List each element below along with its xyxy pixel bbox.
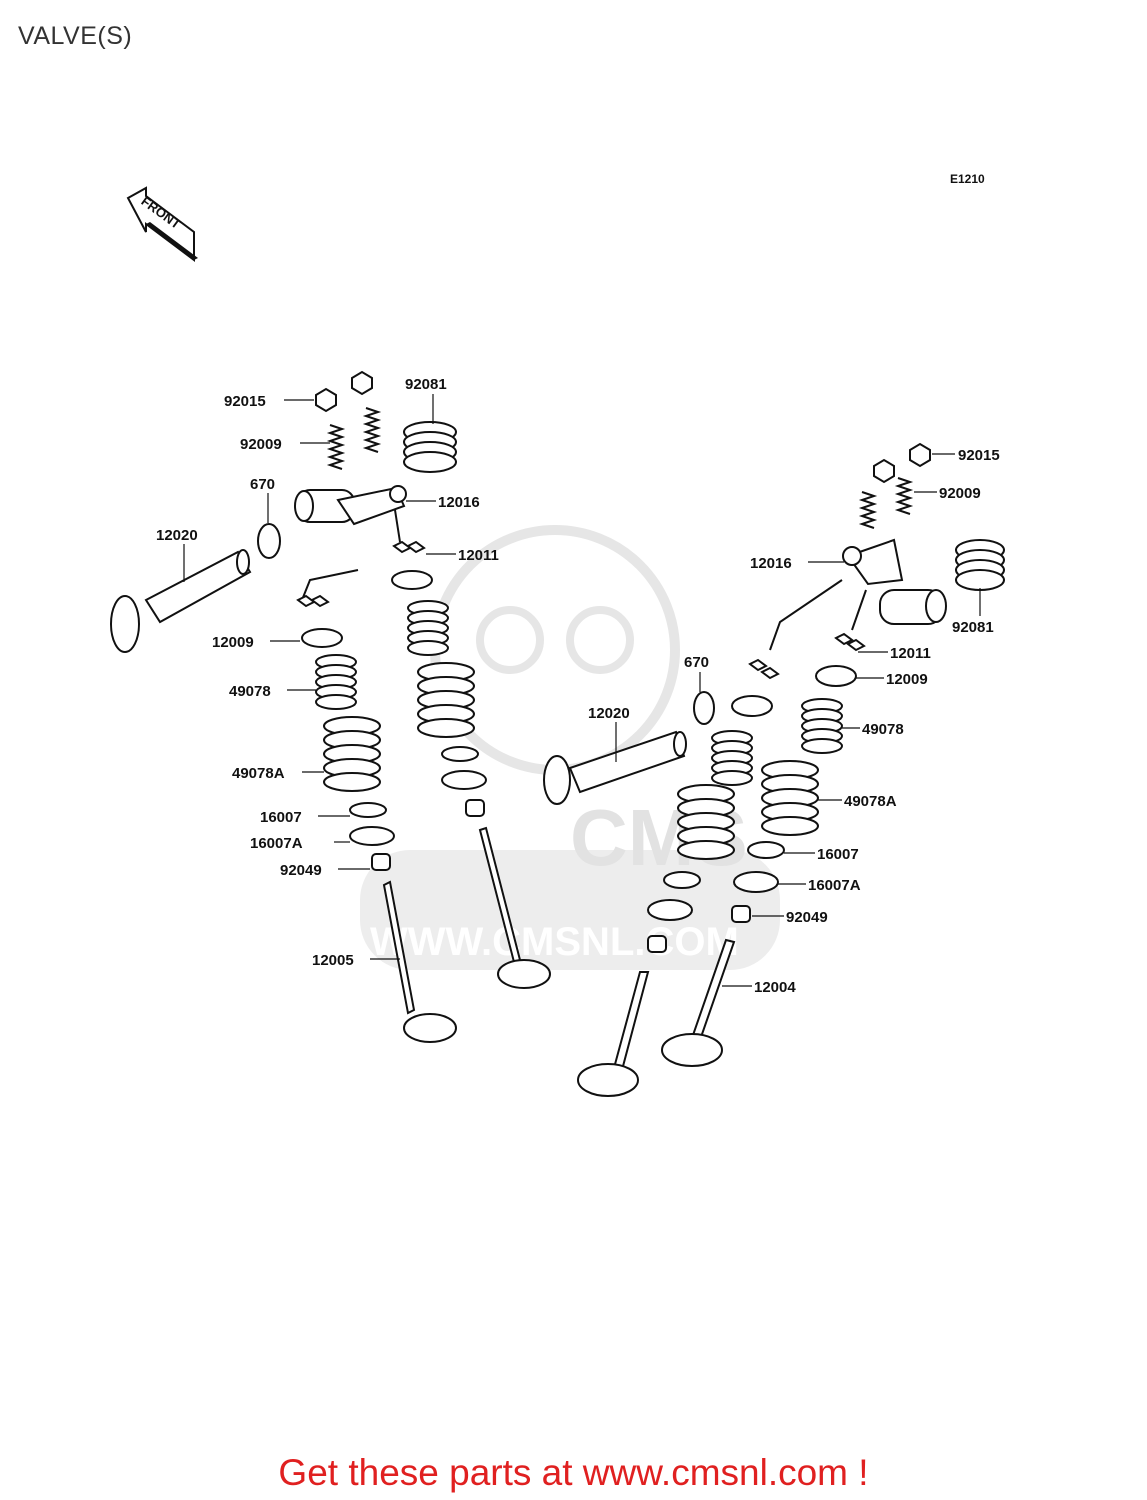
inner-valve-spring-icon [711,698,843,786]
part-label[interactable]: 670 [684,654,709,671]
part-label[interactable]: 12011 [890,645,931,662]
rocker-spring-icon [955,539,1005,591]
adjuster-spring-icon [858,477,914,529]
spring-seat-icon [349,746,487,846]
part-label[interactable]: 49078A [232,765,285,782]
part-label[interactable]: 92015 [958,447,1000,464]
part-label[interactable]: 12020 [156,527,198,544]
exhaust-valve-icon [382,826,551,1043]
valve-parts-diagram: 92015 92081 92009 670 12016 12020 12011 … [110,370,1005,1097]
nut-icon [315,370,373,413]
part-label[interactable]: 92049 [786,909,828,926]
o-ring-icon [257,523,281,559]
leader-lines [183,394,981,987]
o-ring-icon [693,691,715,725]
spring-seat-icon [647,841,785,921]
valve-keeper-icon [296,540,426,608]
part-label[interactable]: 92009 [939,485,981,502]
part-label[interactable]: 16007 [817,846,859,863]
part-label[interactable]: 12009 [212,634,254,651]
part-labels: 92015 92081 92009 670 12016 12020 12011 … [156,376,1000,996]
part-label[interactable]: 670 [250,476,275,493]
outer-valve-spring-icon [323,662,475,792]
diagram-code: E1210 [950,172,985,186]
part-label[interactable]: 12020 [588,705,630,722]
part-label[interactable]: 12016 [438,494,480,511]
front-arrow-icon: FRONT [126,186,198,262]
stem-seal-icon [371,799,485,871]
part-label[interactable]: 92015 [224,393,266,410]
part-label[interactable]: 16007A [808,877,861,894]
nut-icon [873,442,931,484]
part-label[interactable]: 12016 [750,555,792,572]
rocker-spring-icon [403,421,457,473]
part-label[interactable]: 16007 [260,809,302,826]
part-label[interactable]: 12011 [458,547,499,564]
spring-retainer-icon [301,570,433,648]
spring-retainer-icon [731,665,857,717]
outer-valve-spring-icon [677,760,819,860]
part-label[interactable]: 92081 [952,619,994,636]
rocker-shaft-icon [110,549,252,653]
part-label[interactable]: 92049 [280,862,322,879]
part-label[interactable]: 12009 [886,671,928,688]
rocker-arm-icon [294,485,407,526]
stem-seal-icon [647,905,751,953]
part-label[interactable]: 92081 [405,376,447,393]
intake-valve-icon [577,938,736,1097]
adjuster-spring-icon [326,407,382,470]
part-label[interactable]: 49078A [844,793,897,810]
part-label[interactable]: 92009 [240,436,282,453]
part-label[interactable]: 12005 [312,952,354,969]
part-label[interactable]: 49078 [862,721,904,738]
cta-link[interactable]: Get these parts at www.cmsnl.com ! [278,1452,869,1493]
watermark-url: WWW.CMSNL.COM [370,920,739,964]
part-label[interactable]: 49078 [229,683,271,700]
rocker-shaft-icon [543,730,687,805]
part-label[interactable]: 12004 [754,979,796,996]
inner-valve-spring-icon [315,600,449,710]
rocker-arm-icon [842,538,947,625]
valve-keeper-icon [748,632,866,680]
part-label[interactable]: 16007A [250,835,303,852]
page-title: VALVE(S) [18,22,133,50]
